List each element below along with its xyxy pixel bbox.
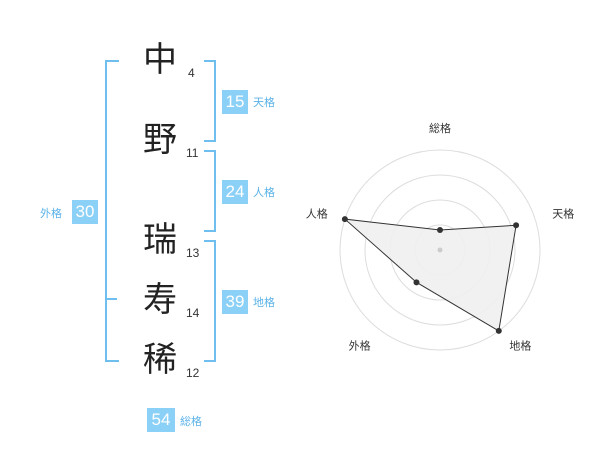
radar-axis-label-2: 天格 bbox=[552, 207, 574, 221]
jinkaku-label: 人格 bbox=[253, 186, 275, 199]
radar-area bbox=[343, 218, 517, 332]
name-char-5: 稀 bbox=[143, 340, 177, 380]
tenkaku-bracket bbox=[204, 60, 216, 142]
gaikaku-label: 外格 bbox=[40, 207, 62, 220]
stroke-count-4: 14 bbox=[186, 306, 200, 320]
tenkaku-badge: 15 bbox=[222, 90, 248, 114]
stroke-count-1: 4 bbox=[188, 66, 195, 80]
name-char-1: 中 bbox=[143, 40, 177, 80]
jinkaku-badge: 24 bbox=[222, 180, 248, 204]
name-char-2: 野 bbox=[143, 120, 177, 160]
soukaku-label: 総格 bbox=[180, 415, 202, 428]
radar-axis-label-1: 総格 bbox=[429, 121, 451, 135]
radar-point-2 bbox=[513, 222, 520, 229]
chikaku-bracket bbox=[204, 240, 216, 362]
gaikaku-bracket bbox=[105, 60, 119, 362]
chikaku-label: 地格 bbox=[253, 296, 275, 309]
radar-point-3 bbox=[495, 327, 502, 334]
stroke-count-3: 13 bbox=[186, 246, 200, 260]
jinkaku-bracket bbox=[204, 150, 216, 232]
stroke-count-2: 11 bbox=[186, 146, 199, 160]
name-char-3: 瑞 bbox=[143, 220, 177, 260]
radar-axis-label-5: 人格 bbox=[306, 207, 328, 221]
radar-point-4 bbox=[413, 279, 420, 286]
radar-axis-label-4: 外格 bbox=[349, 338, 371, 352]
radar-point-5 bbox=[341, 216, 348, 223]
stroke-count-5: 12 bbox=[186, 366, 200, 380]
chikaku-badge: 39 bbox=[222, 290, 248, 314]
radar-grid-ring bbox=[364, 174, 516, 326]
name-char-4: 寿 bbox=[143, 280, 177, 320]
soukaku-badge: 54 bbox=[147, 408, 175, 432]
radar-grid-ring bbox=[339, 149, 541, 351]
radar-axis-label-3: 地格 bbox=[509, 338, 531, 352]
gaikaku-bracket-mid-tick bbox=[105, 298, 117, 300]
radar-point-1 bbox=[437, 227, 443, 233]
radar-center-dot bbox=[437, 247, 443, 253]
gaikaku-badge: 30 bbox=[72, 200, 98, 224]
tenkaku-label: 天格 bbox=[253, 96, 275, 109]
